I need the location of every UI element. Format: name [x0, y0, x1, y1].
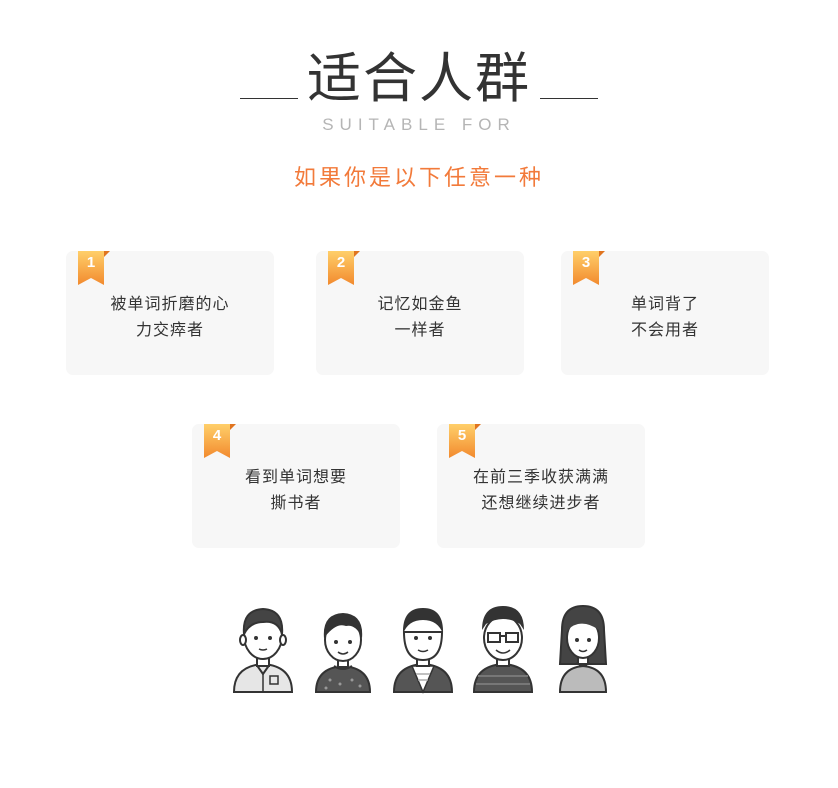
number-badge: 4	[204, 422, 238, 460]
audience-card-5: 5 在前三季收获满满 还想继续进步者	[437, 424, 645, 548]
divider-left	[240, 98, 298, 99]
section-subtitle: SUITABLE FOR	[322, 115, 516, 134]
card-text: 看到单词想要 撕书者	[192, 464, 400, 516]
card-line-2: 一样者	[394, 320, 446, 339]
card-line-1: 在前三季收获满满	[472, 467, 609, 486]
badge-number: 5	[457, 427, 467, 444]
section-title: 适合人群	[307, 47, 531, 110]
card-text: 记忆如金鱼 一样者	[316, 291, 524, 343]
card-line-1: 单词背了	[630, 294, 699, 313]
card-text: 单词背了 不会用者	[561, 291, 769, 343]
section-header: 适合人群	[0, 48, 838, 110]
divider-right	[540, 98, 598, 99]
audience-card-1: 1 被单词折磨的心 力交瘁者	[66, 251, 274, 375]
badge-number: 2	[336, 254, 346, 271]
person-girl-icon	[558, 604, 608, 693]
card-line-1: 被单词折磨的心	[110, 294, 230, 313]
tagline: 如果你是以下任意一种	[293, 166, 544, 191]
card-line-2: 不会用者	[630, 320, 699, 339]
card-line-2: 还想继续进步者	[481, 493, 601, 512]
audience-card-4: 4 看到单词想要 撕书者	[192, 424, 400, 548]
card-line-1: 看到单词想要	[244, 467, 347, 486]
audience-card-3: 3 单词背了 不会用者	[561, 251, 769, 375]
badge-number: 3	[581, 254, 591, 271]
number-badge: 3	[573, 249, 607, 287]
number-badge: 5	[449, 422, 483, 460]
person-man-icon	[392, 608, 454, 694]
person-boy-2-icon	[314, 613, 372, 693]
card-line-2: 力交瘁者	[135, 320, 204, 339]
person-boy-1-icon	[232, 607, 294, 693]
audience-card-2: 2 记忆如金鱼 一样者	[316, 251, 524, 375]
number-badge: 2	[328, 249, 362, 287]
number-badge: 1	[78, 249, 112, 287]
avatar-group	[228, 600, 618, 696]
card-text: 在前三季收获满满 还想继续进步者	[437, 464, 645, 516]
card-line-1: 记忆如金鱼	[377, 294, 463, 313]
card-text: 被单词折磨的心 力交瘁者	[66, 291, 274, 343]
badge-number: 4	[212, 427, 222, 444]
person-glasses-icon	[472, 606, 534, 693]
card-line-2: 撕书者	[270, 493, 322, 512]
badge-number: 1	[86, 254, 96, 271]
